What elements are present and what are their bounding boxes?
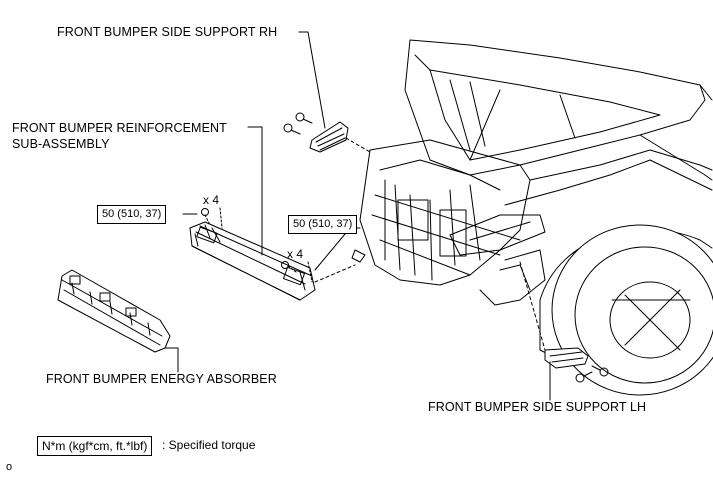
quantity-left: x 4: [203, 193, 220, 207]
side-support-lh-part: [519, 261, 609, 383]
label-support-lh: FRONT BUMPER SIDE SUPPORT LH: [428, 400, 647, 414]
torque-spec-left: 50 (510, 37): [97, 205, 167, 224]
torque-spec-right: 50 (510, 37): [288, 215, 358, 234]
corner-mark: o: [6, 461, 13, 473]
label-energy-absorber: FRONT BUMPER ENERGY ABSORBER: [46, 372, 277, 386]
side-support-rh-part: [283, 112, 371, 153]
energy-absorber-part: [57, 269, 171, 353]
vehicle-front-illustration: [351, 39, 713, 396]
reinforcement-part: [189, 207, 356, 301]
legend-description: : Specified torque: [162, 438, 256, 452]
quantity-right: x 4: [287, 247, 304, 261]
label-reinforcement-line2: SUB-ASSEMBLY: [12, 137, 110, 151]
legend-units-box: N*m (kgf*cm, ft.*lbf): [37, 436, 153, 456]
label-support-rh: FRONT BUMPER SIDE SUPPORT RH: [57, 25, 278, 39]
label-reinforcement-line1: FRONT BUMPER REINFORCEMENT: [12, 121, 227, 135]
